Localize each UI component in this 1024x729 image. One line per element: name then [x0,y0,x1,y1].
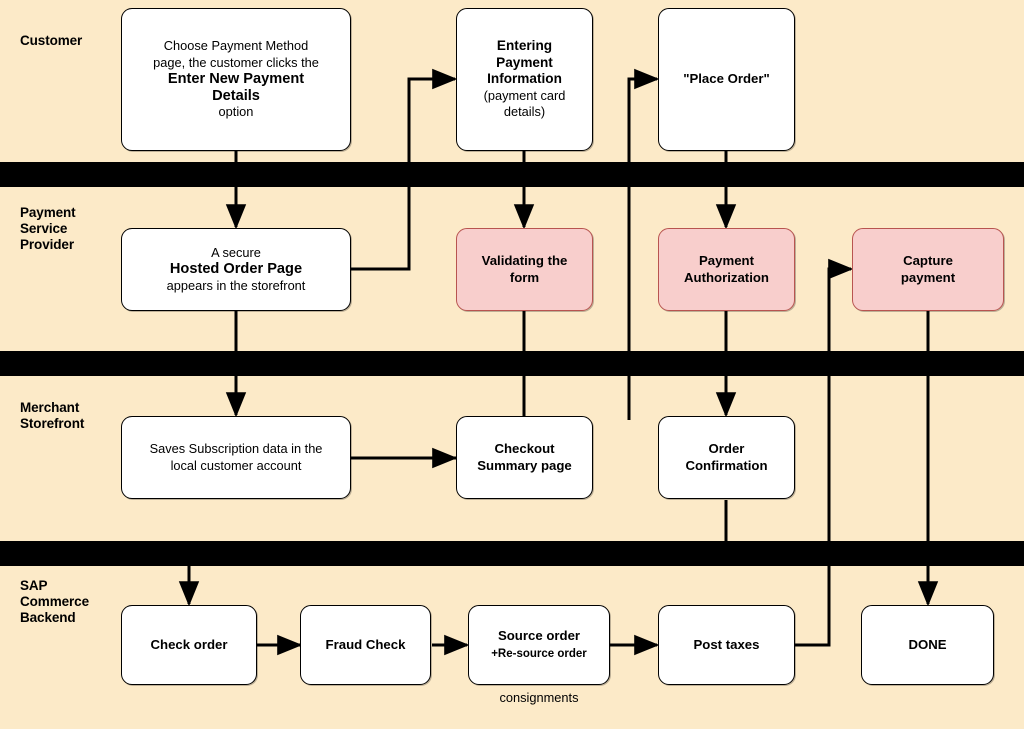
entering-payment-line3: Information [487,71,562,87]
choose-payment-line3: Enter New Payment [167,71,305,88]
node-checkout-summary-page[interactable]: Checkout Summary page [456,416,593,499]
node-entering-payment-information[interactable]: Entering Payment Information (payment ca… [456,8,593,151]
node-place-order[interactable]: "Place Order" [658,8,795,151]
entering-payment-line5: details) [503,104,546,120]
hosted-order-line3: appears in the storefront [166,277,306,293]
edge-post-taxes-to-capture [795,258,854,647]
choose-payment-line2: page, the customer clicks the [153,54,319,70]
node-payment-authorization[interactable]: Payment Authorization [658,228,795,311]
lane-label-merchant-storefront: Merchant Storefront [20,400,85,431]
done-label: DONE [908,636,947,652]
saves-subscription-line2: local customer account [170,457,302,473]
node-post-taxes[interactable]: Post taxes [658,605,795,685]
order-confirmation-line1: Order [708,441,745,456]
node-source-order[interactable]: Source order +Re-source order [468,605,610,685]
lane-label-payment-service-provider: Payment Service Provider [20,205,76,252]
choose-payment-line4: Details [212,87,260,104]
caption-consignments: consignments [499,690,579,705]
node-check-order[interactable]: Check order [121,605,257,685]
checkout-summary-line1: Checkout [494,441,555,456]
node-saves-subscription-data[interactable]: Saves Subscription data in the local cus… [121,416,351,499]
source-order-line1: Source order [497,628,581,643]
lane-label-sap-commerce-backend: SAP Commerce Backend [20,578,89,625]
source-order-line2: +Re-source order [491,647,587,660]
node-order-confirmation[interactable]: Order Confirmation [658,416,795,499]
capture-payment-line2: payment [900,269,956,285]
node-fraud-check[interactable]: Fraud Check [300,605,431,685]
node-hosted-order-page[interactable]: A secure Hosted Order Page appears in th… [121,228,351,311]
check-order-label: Check order [150,636,228,652]
capture-payment-line1: Capture [903,253,953,268]
validating-line1: Validating the [481,253,568,268]
node-capture-payment[interactable]: Capture payment [852,228,1004,311]
node-validating-the-form[interactable]: Validating the form [456,228,593,311]
lane-label-customer: Customer [20,33,83,48]
node-choose-payment-method[interactable]: Choose Payment Method page, the customer… [121,8,351,151]
choose-payment-line5: option [218,104,254,120]
entering-payment-line1: Entering [496,38,553,54]
checkout-summary-line2: Summary page [477,457,572,473]
validating-line2: form [509,269,540,285]
hosted-order-line2: Hosted Order Page [169,261,303,278]
edge-riser-to-place-order [627,68,660,311]
order-confirmation-line2: Confirmation [685,457,768,473]
place-order-label: "Place Order" [683,71,770,87]
entering-payment-line4: (payment card [483,87,566,103]
payment-auth-line2: Authorization [684,269,769,285]
fraud-check-label: Fraud Check [325,636,406,652]
lane-separator-2 [0,351,1024,376]
hosted-order-line1: A secure [211,244,261,260]
lane-separator-1 [0,162,1024,187]
post-taxes-label: Post taxes [693,636,760,652]
node-done[interactable]: DONE [861,605,994,685]
choose-payment-line1: Choose Payment Method [163,38,309,54]
saves-subscription-line1: Saves Subscription data in the [149,441,323,456]
entering-payment-line2: Payment [496,54,553,70]
lane-separator-3 [0,541,1024,566]
payment-auth-line1: Payment [699,253,754,268]
